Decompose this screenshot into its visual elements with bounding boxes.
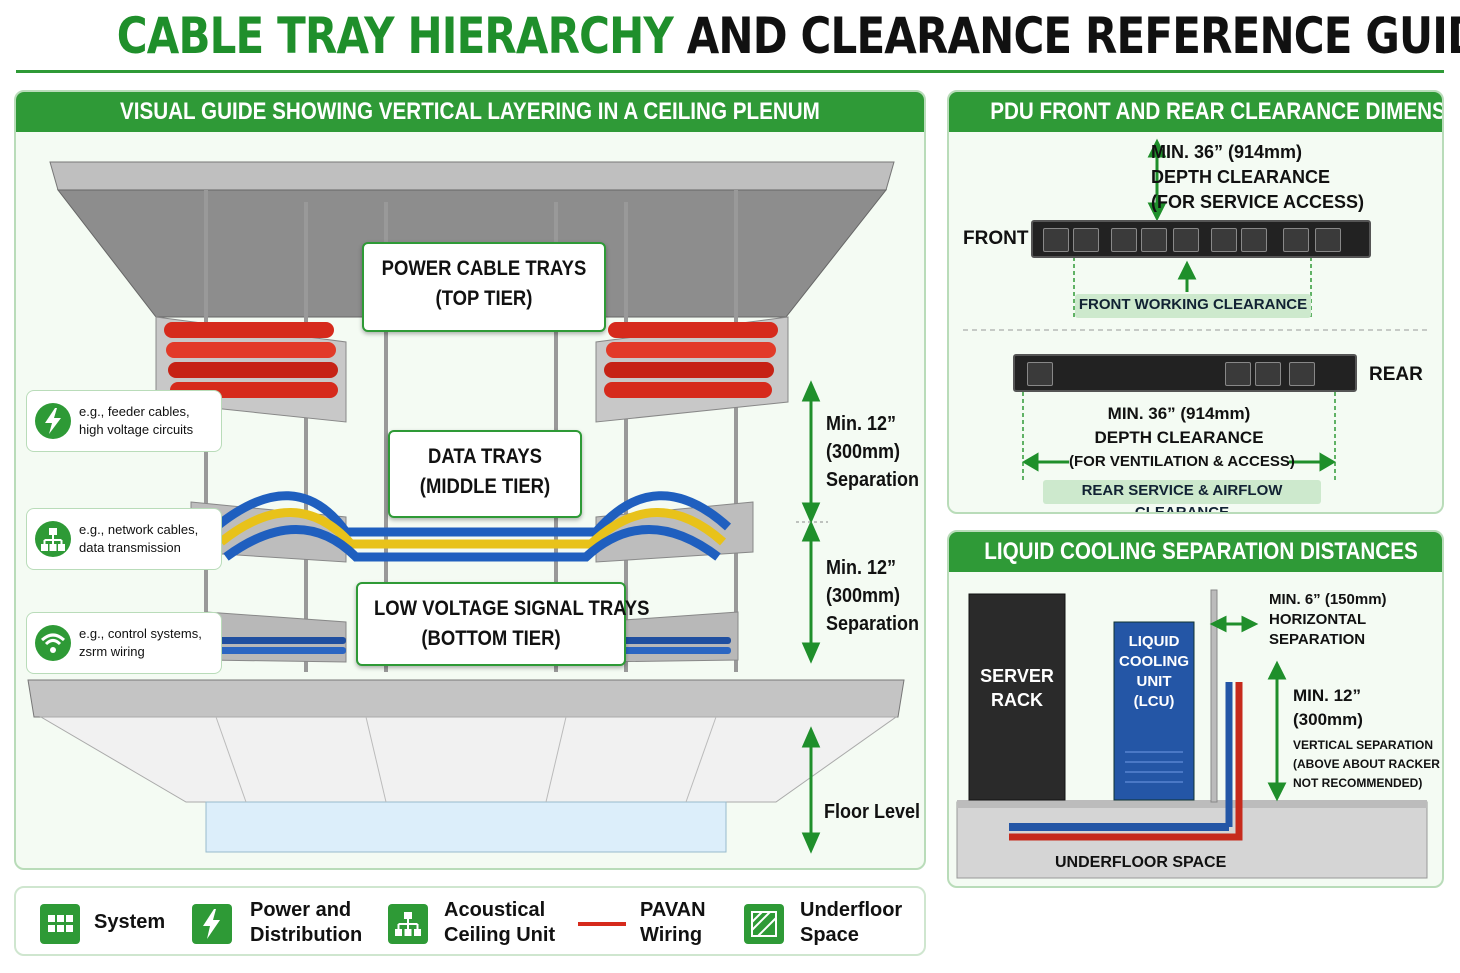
data-example-note: e.g., network cables, data transmission [26,508,222,570]
page-title: CABLE TRAY HIERARCHY AND CLEARANCE REFER… [116,4,1460,68]
wifi-icon [35,625,71,661]
data-cables [213,491,732,562]
title-part-green: CABLE TRAY HIERARCHY [116,7,674,65]
separation-arrows [801,380,821,854]
ceiling-plenum-panel: VISUAL GUIDE SHOWING VERTICAL LAYERING I… [14,90,926,870]
pdu-diagram [963,138,1431,482]
title-divider [16,70,1444,73]
red-line-icon [578,922,626,926]
server-rack [968,593,1066,801]
power-trays-callout: POWER CABLE TRAYS (TOP TIER) [362,242,606,332]
rear-label: REAR [1369,364,1423,385]
legend-item-system: System [40,898,190,948]
title-part-black: AND CLEARANCE REFERENCE GUIDE [686,7,1460,65]
vertical-separation-note: VERTICAL SEPARATION (ABOVE ABOUT RACKER … [1293,738,1440,790]
network-icon [388,904,428,944]
ceiling-slab-top [49,161,895,191]
lcu-label: LIQUID COOLING UNIT (LCU) [1119,633,1189,710]
front-working-clearance-chip: FRONT WORKING CLEARANCE [1075,294,1311,318]
liquid-cooling-unit [1113,621,1195,801]
power-example-note: e.g., feeder cables, high voltage circui… [26,390,222,452]
rear-pdu [1013,354,1357,392]
power-cables-left [164,322,338,398]
rear-dimension-label: MIN. 36” (914mm) DEPTH CLEARANCE (FOR VE… [1069,404,1295,470]
grid-icon [40,904,80,944]
bottom-separation-label: Min. 12” (300mm) Separation [826,557,920,635]
legend-item-underfloor: Underfloor Space [744,898,914,948]
rear-service-clearance-chip: REAR SERVICE & AIRFLOW CLEARANCE [1043,480,1321,512]
horizontal-separation-label: MIN. 6” (150mm) HORIZONTAL SEPARATION [1269,591,1387,648]
low-voltage-trays-callout: LOW VOLTAGE SIGNAL TRAYS (BOTTOM TIER) [356,582,649,666]
ceiling-grid [39,716,898,803]
ceiling-tiles [205,801,727,853]
hatch-icon [744,904,784,944]
power-cables-right [604,322,778,398]
pdu-clearance-heading: PDU FRONT AND REAR CLEARANCE DIMENSIONS [949,92,1442,132]
floor-slab [27,679,905,718]
legend-item-wiring: PAVAN Wiring [578,898,728,948]
lightning-icon [192,904,232,944]
signal-example-note: e.g., control systems, zsrm wiring [26,612,222,674]
front-pdu [1031,220,1371,258]
vertical-separation-label: MIN. 12” (300mm) [1293,686,1363,729]
ceiling-plenum-heading: VISUAL GUIDE SHOWING VERTICAL LAYERING I… [16,92,924,132]
front-label: FRONT [963,228,1029,249]
liquid-cooling-panel: LIQUID COOLING SEPARATION DISTANCES SERV… [947,530,1444,888]
legend-item-acoustical: Acoustical Ceiling Unit [388,898,568,948]
legend-item-power: Power and Distribution [192,898,382,948]
lightning-icon [35,403,71,439]
liquid-cooling-diagram [956,589,1428,879]
data-trays-callout: DATA TRAYS (MIDDLE TIER) [388,430,582,518]
floor-level-label: Floor Level [824,801,921,823]
low-voltage-cables [211,637,731,654]
server-rack-label: SERVER RACK [980,666,1054,710]
network-icon [35,521,71,557]
liquid-cooling-heading: LIQUID COOLING SEPARATION DISTANCES [949,532,1442,572]
top-separation-label: Min. 12” (300mm) Separation [826,413,920,491]
pdu-clearance-panel: PDU FRONT AND REAR CLEARANCE DIMENSIONS … [947,90,1444,514]
legend: System Power and Distribution Acoustical… [14,886,926,956]
underfloor-space-label: UNDERFLOOR SPACE [1055,854,1227,871]
front-dimension-label: MIN. 36” (914mm) DEPTH CLEARANCE (FOR SE… [1151,142,1365,212]
